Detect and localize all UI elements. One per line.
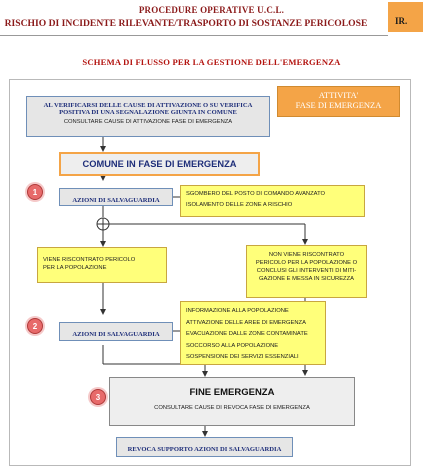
activation-line2: POSITIVA DI UNA SEGNALAZIONE GIUNTA IN C… xyxy=(59,109,237,116)
danger-found-line: VIENE RISCONTRATO PERICOLO xyxy=(43,257,136,263)
step2-action: SOCCORSO ALLA POPOLAZIONE xyxy=(186,342,279,349)
step2-action: INFORMAZIONE ALLA POPOLAZIONE xyxy=(186,308,289,314)
step1-number: 1 xyxy=(27,184,43,200)
step2-action-list: INFORMAZIONE ALLA POPOLAZIONE ATTIVAZION… xyxy=(180,301,326,365)
step2-actions-box: AZIONI DI SALVAGUARDIA xyxy=(59,322,173,341)
danger-found-box: VIENE RISCONTRATO PERICOLO PER LA POPOLA… xyxy=(37,247,167,283)
danger-not-found-box: NON VIENE RISCONTRATO PERICOLO PER LA PO… xyxy=(246,245,367,298)
header-title: PROCEDURE OPERATIVE U.C.L. xyxy=(138,5,285,15)
activity-label-line1: ATTIVITA' xyxy=(318,90,359,100)
danger-not-found-line: CONCLUSI GLI INTERVENTI DI MITI- xyxy=(256,268,357,274)
step2-action: EVACUAZIONE DALLE ZONE CONTAMINATE xyxy=(186,331,308,337)
step1-label: AZIONI DI SALVAGUARDIA xyxy=(72,197,160,204)
diagram-frame xyxy=(9,79,411,466)
end-emergency-subtitle: CONSULTARE CAUSE DI REVOCA FASE DI EMERG… xyxy=(154,405,310,411)
revoke-support-box: REVOCA SUPPORTO AZIONI DI SALVAGUARDIA xyxy=(116,437,293,457)
step2-label: AZIONI DI SALVAGUARDIA xyxy=(72,331,160,338)
step2-number: 2 xyxy=(27,318,43,334)
danger-not-found-line: GAZIONE E MESSA IN SICUREZZA xyxy=(258,276,355,282)
danger-found-line: PER LA POPOLAZIONE xyxy=(43,265,107,271)
activation-line3: CONSULTARE CAUSE DI ATTIVAZIONE FASE DI … xyxy=(63,119,233,125)
step1-action: ISOLAMENTO DELLE ZONE A RISCHIO xyxy=(186,202,293,208)
activity-label-line2: FASE DI EMERGENZA xyxy=(295,100,382,110)
header-divider xyxy=(0,35,388,36)
diagram-title: SCHEMA DI FLUSSO PER LA GESTIONE DELL'EM… xyxy=(82,57,341,67)
end-emergency-box: FINE EMERGENZA CONSULTARE CAUSE DI REVOC… xyxy=(109,377,355,426)
danger-not-found-line: PERICOLO PER LA POPOLAZIONE O xyxy=(255,260,358,266)
step2-action: SOSPENSIONE DEI SERVIZI ESSENZIALI xyxy=(186,354,299,360)
step1-action: SGOMBERO DEL POSTO DI COMANDO AVANZATO xyxy=(186,191,326,197)
header-subtitle: RISCHIO DI INCIDENTE RILEVANTE/TRASPORTO… xyxy=(4,18,368,29)
revoke-support-label: REVOCA SUPPORTO AZIONI DI SALVAGUARDIA xyxy=(127,446,282,453)
danger-not-found-line: NON VIENE RISCONTRATO xyxy=(268,252,345,258)
step3-number: 3 xyxy=(90,389,106,405)
activity-phase-label: ATTIVITA' FASE DI EMERGENZA xyxy=(277,86,400,117)
emergency-phase-box: COMUNE IN FASE DI EMERGENZA xyxy=(59,152,260,176)
document-code: IR. xyxy=(388,2,423,32)
step1-actions-box: AZIONI DI SALVAGUARDIA xyxy=(59,188,173,206)
end-emergency-title: FINE EMERGENZA xyxy=(189,387,275,398)
activation-causes-box: AL VERIFICARSI DELLE CAUSE DI ATTIVAZION… xyxy=(26,96,270,137)
activation-line1: AL VERIFICARSI DELLE CAUSE DI ATTIVAZION… xyxy=(43,102,253,109)
step1-action-list: SGOMBERO DEL POSTO DI COMANDO AVANZATO I… xyxy=(180,185,365,217)
step2-action: ATTIVAZIONE DELLE AREE DI EMERGENZA xyxy=(186,319,306,326)
